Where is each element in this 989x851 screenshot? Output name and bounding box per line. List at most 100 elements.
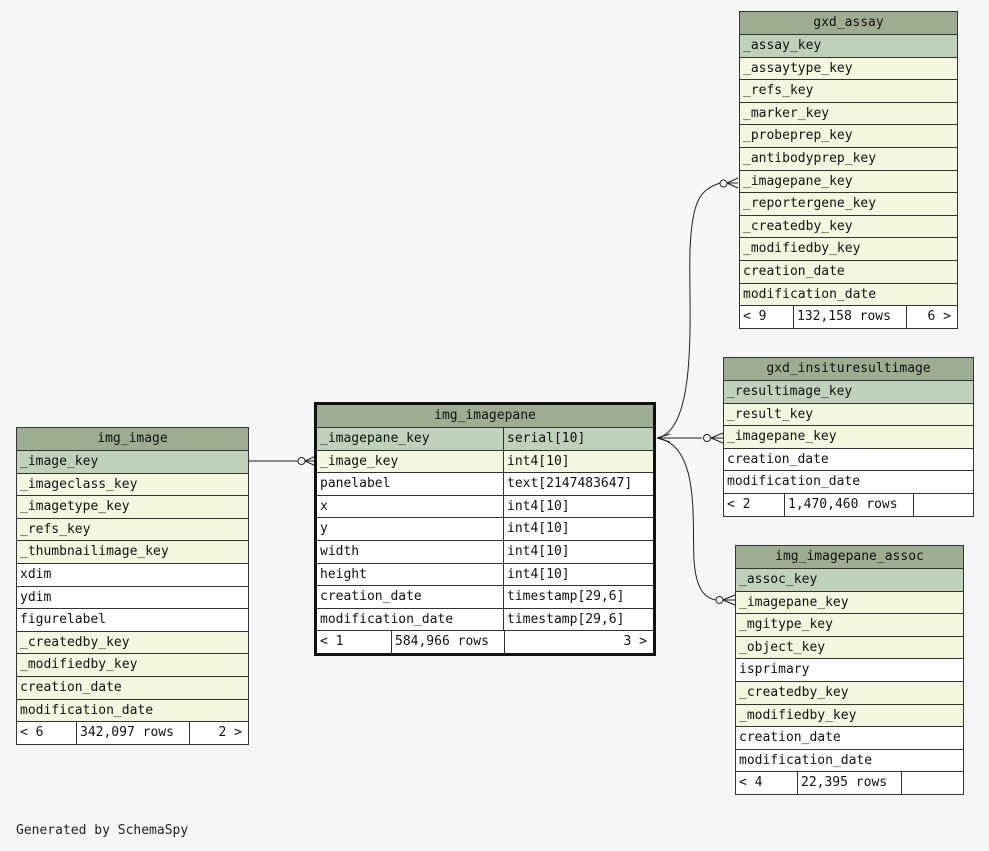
- column-row[interactable]: _assay_key: [740, 35, 957, 58]
- column-name: _imagepane_key: [320, 431, 430, 446]
- column-row[interactable]: modification_date: [740, 283, 957, 307]
- optional-marker: [719, 179, 728, 188]
- column-row[interactable]: _modifiedby_key: [736, 704, 963, 728]
- table-header[interactable]: img_image: [17, 428, 248, 451]
- column-row[interactable]: _object_key: [736, 636, 963, 660]
- table-gxd-assay[interactable]: gxd_assay _assay_key_assaytype_key_refs_…: [739, 11, 958, 330]
- column-type: int4[10]: [503, 563, 653, 586]
- column-name: _imageclass_key: [20, 476, 138, 492]
- column-row[interactable]: _imagepane_key: [740, 170, 957, 194]
- column-name: creation_date: [739, 730, 841, 746]
- column-row[interactable]: _refs_key: [17, 518, 248, 542]
- column-row[interactable]: _createdby_key: [740, 215, 957, 239]
- column-row[interactable]: _imagepane_key serial[10]: [317, 428, 653, 451]
- parents-count[interactable]: < 4: [736, 772, 798, 795]
- table-header[interactable]: img_imagepane_assoc: [736, 546, 963, 569]
- column-row[interactable]: modification_date: [17, 699, 248, 723]
- column-row[interactable]: _modifiedby_key: [740, 238, 957, 261]
- parents-count[interactable]: < 1: [317, 631, 392, 654]
- column-row[interactable]: isprimary: [736, 659, 963, 682]
- column-row[interactable]: _thumbnailimage_key: [17, 541, 248, 564]
- column-row[interactable]: modification_date: [724, 471, 973, 494]
- column-row[interactable]: _assoc_key: [736, 569, 963, 592]
- children-count[interactable]: 6 >: [927, 309, 951, 325]
- column-row[interactable]: _modifiedby_key: [17, 654, 248, 677]
- children-count[interactable]: [902, 772, 963, 794]
- column-row[interactable]: _createdby_key: [736, 681, 963, 705]
- column-type: serial[10]: [503, 428, 653, 450]
- column-row[interactable]: modification_date: [736, 749, 963, 773]
- table-footer: < 9 132,158 rows 6 >: [740, 306, 957, 329]
- children-count[interactable]: 2 >: [218, 725, 242, 741]
- column-row[interactable]: _assaytype_key: [740, 57, 957, 81]
- column-row[interactable]: _antibodyprep_key: [740, 147, 957, 171]
- parents-count[interactable]: < 2: [724, 493, 785, 516]
- column-name: _image_key: [20, 454, 99, 469]
- column-name: _refs_key: [20, 521, 91, 537]
- column-row[interactable]: creation_date: [17, 676, 248, 700]
- column-row[interactable]: creation_date: [724, 448, 973, 472]
- column-row[interactable]: creation_date: [740, 260, 957, 284]
- parents-count[interactable]: < 9: [740, 306, 794, 329]
- edge-imagepane-to-imagepane-assoc: [656, 437, 717, 601]
- table-header[interactable]: img_imagepane: [317, 405, 653, 428]
- table-img-imagepane-assoc[interactable]: img_imagepane_assoc _assoc_key_imagepane…: [735, 545, 964, 796]
- column-name: creation_date: [20, 679, 122, 695]
- column-name: height: [320, 566, 367, 582]
- table-img-imagepane[interactable]: img_imagepane _imagepane_key serial[10]_i…: [314, 402, 656, 657]
- column-name: creation_date: [320, 589, 422, 605]
- column-row[interactable]: figurelabel: [17, 609, 248, 632]
- parents-count[interactable]: < 6: [17, 722, 77, 745]
- generated-by-label: Generated by SchemaSpy: [16, 823, 189, 838]
- column-row[interactable]: _marker_key: [740, 102, 957, 126]
- column-type: int4[10]: [503, 450, 653, 473]
- column-row[interactable]: _imageclass_key: [17, 473, 248, 497]
- column-row[interactable]: _imagetype_key: [17, 496, 248, 519]
- column-row[interactable]: height int4[10]: [317, 563, 653, 587]
- column-row[interactable]: _reportergene_key: [740, 193, 957, 216]
- column-row[interactable]: ydim: [17, 586, 248, 610]
- column-row[interactable]: _probeprep_key: [740, 125, 957, 148]
- column-name: creation_date: [743, 263, 845, 279]
- column-row[interactable]: _mgitype_key: [736, 614, 963, 637]
- column-row[interactable]: _image_key: [17, 451, 248, 474]
- column-row[interactable]: _imagepane_key: [736, 591, 963, 615]
- column-name: _antibodyprep_key: [743, 150, 877, 166]
- column-name: isprimary: [739, 662, 810, 678]
- column-name: creation_date: [727, 451, 829, 467]
- column-row[interactable]: creation_date timestamp[29,6]: [317, 586, 653, 609]
- column-type: timestamp[29,6]: [503, 608, 653, 631]
- column-type: text[2147483647]: [503, 473, 653, 495]
- table-header[interactable]: gxd_assay: [740, 12, 957, 35]
- children-count[interactable]: [914, 494, 973, 516]
- column-type: int4[10]: [503, 540, 653, 563]
- column-name: modification_date: [739, 752, 873, 768]
- column-row[interactable]: _imagepane_key: [724, 426, 973, 449]
- table-gxd-insituresultimage[interactable]: gxd_insituresultimage _resultimage_key_r…: [723, 357, 974, 517]
- column-row[interactable]: creation_date: [736, 727, 963, 750]
- table-header[interactable]: gxd_insituresultimage: [724, 358, 973, 381]
- row-count: 132,158 rows: [794, 306, 907, 329]
- column-name: modification_date: [743, 286, 877, 302]
- column-name: _object_key: [739, 639, 826, 655]
- column-list: _image_key _imageclass_key _imagetype_key _…: [17, 451, 248, 723]
- column-row[interactable]: _refs_key: [740, 80, 957, 103]
- children-count[interactable]: 3 >: [623, 634, 647, 650]
- table-img-image[interactable]: img_image _image_key_imageclass_key_imag…: [16, 427, 249, 746]
- row-count: 22,395 rows: [798, 772, 902, 795]
- column-row[interactable]: _resultimage_key: [724, 381, 973, 404]
- column-type: timestamp[29,6]: [503, 586, 653, 608]
- column-row[interactable]: _createdby_key: [17, 631, 248, 655]
- column-name: _imagepane_key: [743, 173, 853, 189]
- column-name: _modifiedby_key: [20, 657, 138, 673]
- column-row[interactable]: _result_key: [724, 403, 973, 427]
- column-row[interactable]: xdim: [17, 563, 248, 587]
- column-name: figurelabel: [20, 612, 107, 628]
